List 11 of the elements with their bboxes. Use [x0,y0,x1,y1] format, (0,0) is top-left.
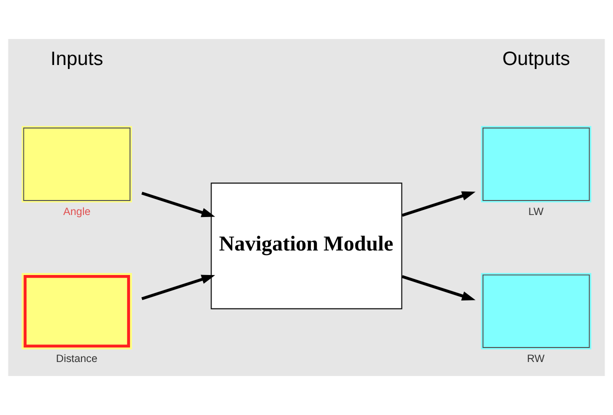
node-label: Angle [63,206,90,218]
node-label: RW [526,352,544,365]
arrow [141,192,216,218]
node-label: LW [528,206,544,218]
node-box: Navigation Module [210,182,402,310]
arrow [141,274,216,300]
node-label: Distance [56,352,98,365]
label: Inputs [50,48,104,70]
arrow [402,275,476,301]
arrow [402,191,476,217]
label: Outputs [502,48,570,70]
